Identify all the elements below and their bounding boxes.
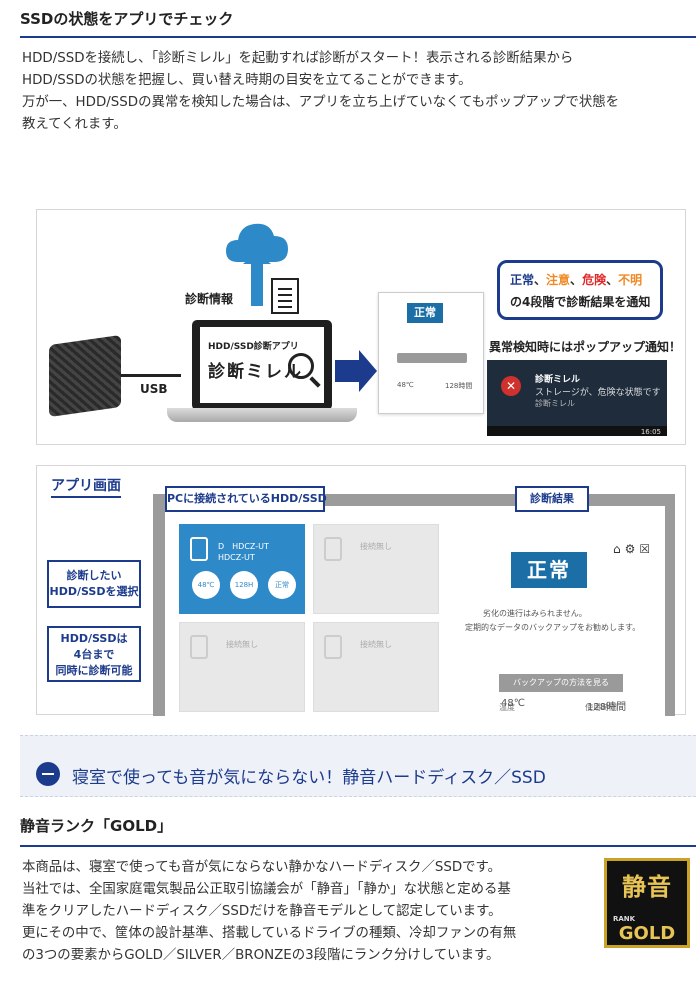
- result-message-1: 劣化の進行はみられません。: [483, 609, 587, 618]
- level-danger: 危険: [582, 273, 607, 287]
- hours-value: 128時間: [587, 702, 627, 713]
- four-drives-note: HDD/SSDは 4台まで 同時に診断可能: [47, 626, 141, 682]
- accordion-title: 寝室で使っても音が気にならない！静音ハードディスク／SSD: [72, 768, 546, 788]
- intro-paragraph: HDD/SSDを接続し、「診断ミレル」を起動すれば診断がスタート！表示される診断…: [22, 48, 692, 136]
- rank-line: 準をクリアしたハードディスク／SSDだけを静音モデルとして認定しています。: [22, 904, 502, 919]
- rank-line: 本商品は、寝室で使っても音が気にならない静かなハードディスク／SSDです。: [22, 860, 501, 875]
- drive-tile-1[interactable]: D HDCZ-UT HDCZ-UT 48℃ 128H 正常: [179, 524, 305, 614]
- app-screen-label: アプリ画面: [51, 475, 121, 498]
- rank-line: 当社では、全国家庭電気製品公正取引協議会が「静音」「静か」な状態と定める基: [22, 882, 511, 897]
- external-hdd-image: [49, 334, 121, 418]
- document-icon: [271, 278, 299, 314]
- result-levels-callout: 正常、注意、危険、不明 の4段階で診断結果を通知: [497, 260, 663, 320]
- toast-title: 診断ミレル: [535, 375, 581, 385]
- quiet-rank-paragraph: 本商品は、寝室で使っても音が気にならない静かなハードディスク／SSDです。 当社…: [22, 857, 592, 967]
- level-caution: 注意: [546, 273, 571, 287]
- window-controls: ⌂⚙☒: [613, 542, 654, 556]
- upload-arrow-icon: [243, 252, 271, 306]
- tile-empty-text: 接続無し: [360, 640, 392, 649]
- magnifier-icon: [288, 353, 314, 379]
- mini-hours: 128時間: [445, 382, 473, 390]
- temperature-label: 温度: [499, 703, 515, 712]
- tile-hours: 128H: [230, 571, 258, 599]
- close-icon[interactable]: ☒: [639, 542, 655, 556]
- section-title: SSDの状態をアプリでチェック: [20, 10, 234, 28]
- drive-tile-4[interactable]: 接続無し: [313, 622, 439, 712]
- badge-quiet-text: 静音: [622, 873, 672, 901]
- mini-temperature: 48℃: [397, 381, 414, 389]
- status-badge: 正常: [407, 303, 443, 323]
- toast-message: ストレージが、危険な状態です: [535, 388, 661, 398]
- drive-icon: [324, 635, 342, 659]
- laptop-screen: HDD/SSD診断アプリ 診断ミレル: [200, 327, 324, 403]
- diagnosis-info-label: 診断情報: [185, 292, 234, 306]
- laptop-base: [167, 408, 357, 422]
- rank-line: 更にその中で、筐体の設計基準、搭載しているドライブの種類、冷却ファンの有無: [22, 926, 517, 941]
- laptop-image: HDD/SSD診断アプリ 診断ミレル: [192, 320, 332, 410]
- app-subtitle: HDD/SSD診断アプリ: [208, 342, 299, 352]
- tile-empty-text: 接続無し: [226, 640, 258, 649]
- app-name: 診断ミレル: [208, 362, 303, 382]
- app-preview-window: 正常 48℃ 128時間: [378, 292, 484, 414]
- drive-tile-3[interactable]: 接続無し: [179, 622, 305, 712]
- intro-line: HDD/SSDの状態を把握し、買い替え時期の目安を立てることができます。: [22, 73, 472, 88]
- drive-icon: [190, 635, 208, 659]
- home-icon[interactable]: ⌂: [613, 542, 625, 556]
- gear-icon[interactable]: ⚙: [624, 542, 640, 556]
- tile-temperature: 48℃: [192, 571, 220, 599]
- toast-source: 診断ミレル: [535, 399, 575, 408]
- quiet-disk-accordion[interactable]: 寝室で使っても音が気にならない！静音ハードディスク／SSD: [20, 735, 696, 797]
- cloud-icon: [226, 223, 288, 262]
- usb-label: USB: [140, 382, 168, 396]
- connected-drives-tag: PCに接続されているHDD/SSD: [165, 486, 327, 512]
- tile-empty-text: 接続無し: [360, 542, 392, 551]
- drive-icon: [324, 537, 342, 561]
- usb-cable: [121, 374, 181, 377]
- level-normal: 正常: [510, 273, 535, 287]
- minus-circle-icon[interactable]: [36, 762, 60, 786]
- section-heading-ssd-app: SSDの状態をアプリでチェック: [20, 6, 696, 38]
- hours-label: 使用時間: [585, 703, 617, 712]
- taskbar: 16:05: [487, 426, 667, 436]
- drive-icon: [190, 537, 208, 561]
- arrow-right-icon: [335, 350, 377, 392]
- section-title: 静音ランク「GOLD」: [20, 817, 173, 835]
- drive-name: D HDCZ-UT HDCZ-UT: [218, 542, 269, 562]
- result-tag: 診断結果: [515, 486, 589, 512]
- app-screen-panel: アプリ画面 D HDCZ-UT HDCZ-UT 48℃ 128H 正常 接続無し…: [36, 465, 686, 716]
- callout-text: の4段階で診断結果を通知: [510, 295, 651, 309]
- badge-gold-text: GOLD: [618, 923, 676, 944]
- popup-notification: ✕ 診断ミレル ストレージが、危険な状態です 診断ミレル 16:05: [487, 360, 667, 436]
- intro-line: HDD/SSDを接続し、「診断ミレル」を起動すれば診断がスタート！表示される診断…: [22, 51, 574, 66]
- popup-heading: 異常検知時にはポップアップ通知！: [489, 340, 682, 354]
- intro-line: 万が一、HDD/SSDの異常を検知した場合は、アプリを立ち上げていなくてもポップ…: [22, 95, 620, 110]
- rank-line: の3つの要素からGOLD／SILVER／BRONZEの3段階にランク分けしていま…: [22, 948, 500, 963]
- gold-rank-badge: 静音 RANK GOLD: [604, 858, 690, 948]
- app-window: D HDCZ-UT HDCZ-UT 48℃ 128H 正常 接続無し 接続無し …: [153, 494, 675, 716]
- diagnosis-flow-diagram: USB 診断情報 HDD/SSD診断アプリ 診断ミレル 正常 48℃ 128時間…: [36, 209, 686, 445]
- error-icon: ✕: [501, 376, 521, 396]
- app-window-content: D HDCZ-UT HDCZ-UT 48℃ 128H 正常 接続無し 接続無し …: [165, 506, 665, 716]
- intro-line: 教えてくれます。: [22, 117, 127, 132]
- temperature-value: 48℃: [501, 698, 525, 709]
- section-heading-quiet-rank: 静音ランク「GOLD」: [20, 815, 696, 847]
- drive-tile-2[interactable]: 接続無し: [313, 524, 439, 614]
- taskbar-clock: 16:05: [640, 428, 661, 436]
- level-unknown: 不明: [618, 273, 643, 287]
- result-message-2: 定期的なデータのバックアップをお勧めします。: [465, 623, 641, 632]
- result-badge: 正常: [511, 552, 587, 588]
- select-drive-note: 診断したい HDD/SSDを選択: [47, 560, 141, 608]
- result-levels: 正常、注意、危険、不明: [510, 273, 643, 287]
- backup-method-button[interactable]: バックアップの方法を見る: [499, 674, 623, 692]
- badge-rank-text: RANK: [613, 915, 636, 923]
- tile-status: 正常: [268, 571, 296, 599]
- mini-backup-button: [397, 353, 467, 363]
